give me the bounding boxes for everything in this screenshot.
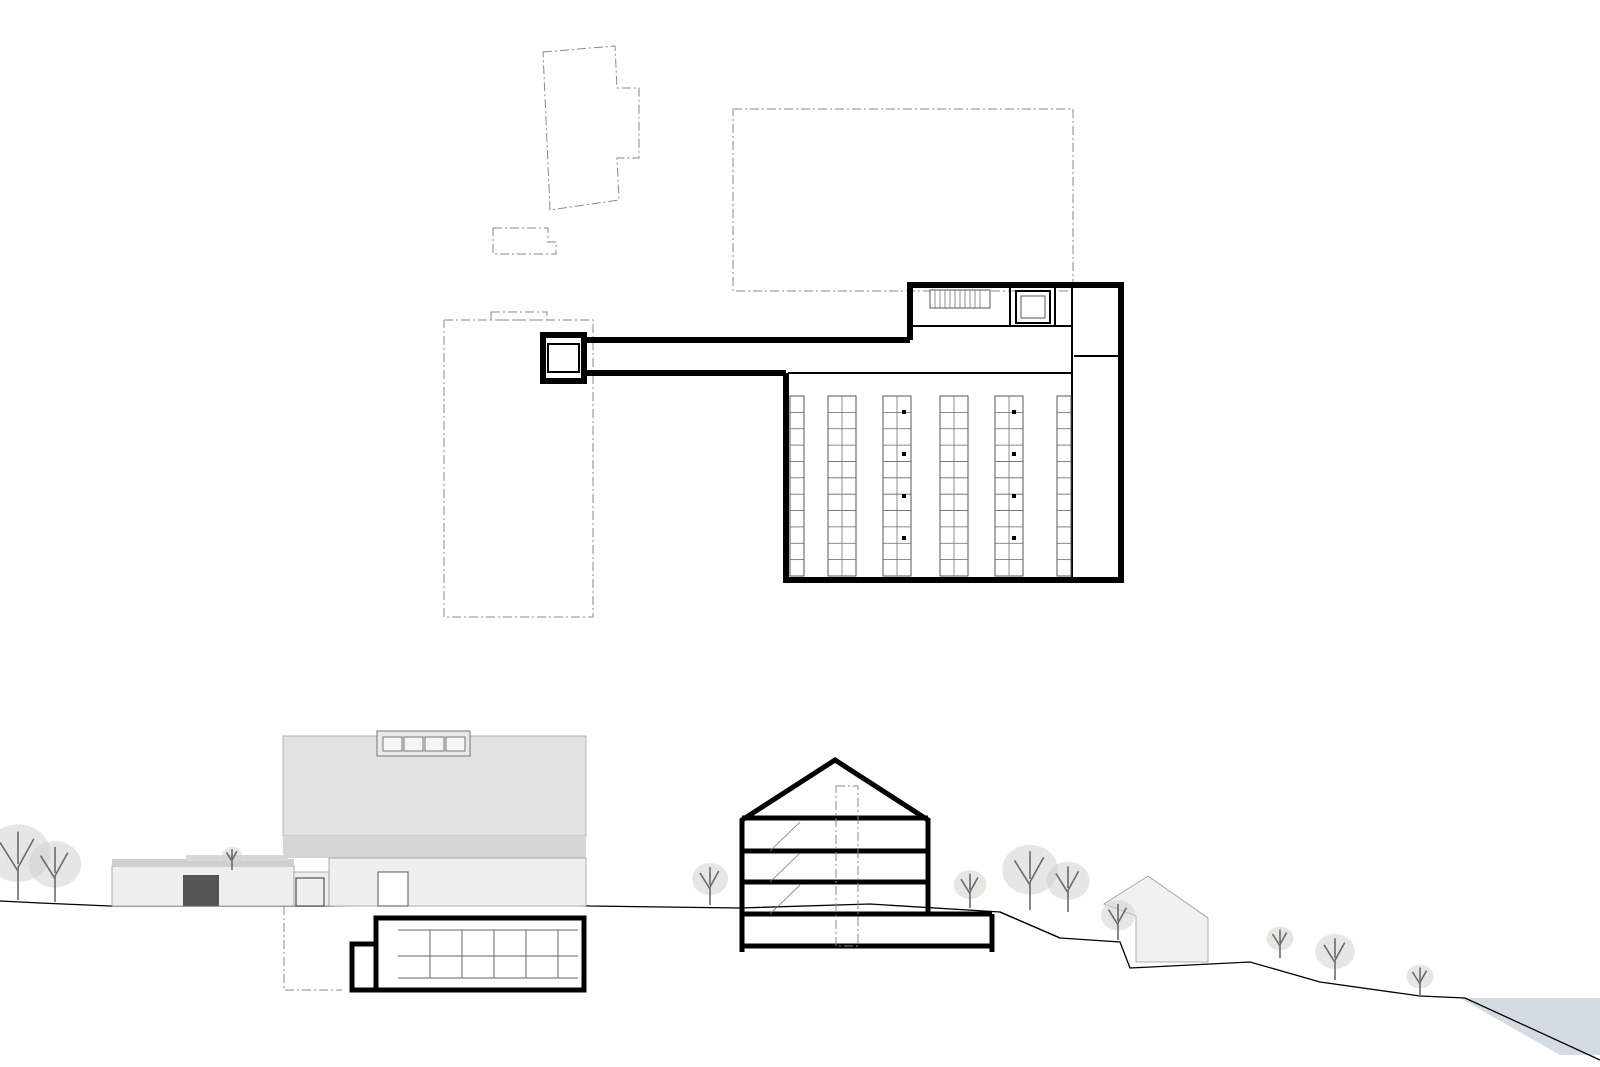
tree <box>222 846 242 870</box>
ghost-hall-west <box>443 319 594 618</box>
site-section <box>0 730 1600 1061</box>
underground-archive-section <box>349 915 587 993</box>
ground-line <box>0 900 1600 1061</box>
column-marker <box>902 494 906 498</box>
column-marker <box>1012 494 1016 498</box>
truck <box>377 871 409 907</box>
residential-building-section <box>739 757 995 952</box>
column-marker <box>902 410 906 414</box>
column-marker <box>902 536 906 540</box>
entrance-door <box>183 875 219 906</box>
archive-shelving <box>789 395 1072 577</box>
ghost-building-north <box>542 45 640 211</box>
main-hall-elevation <box>282 730 587 907</box>
tree <box>953 870 987 908</box>
northeast-core <box>929 289 1051 324</box>
tree <box>1002 844 1058 910</box>
tree <box>1266 926 1294 958</box>
neighbouring-building-outlines <box>443 45 1074 618</box>
underground-outline <box>283 906 342 991</box>
shelf-column <box>1056 395 1072 577</box>
floor-plan <box>443 45 1124 618</box>
trees <box>0 824 1434 996</box>
tree <box>1046 861 1090 912</box>
tree <box>1100 900 1136 940</box>
barn-elevation <box>1103 875 1209 963</box>
column-marker <box>1012 452 1016 456</box>
column-marker <box>902 452 906 456</box>
column-marker <box>1012 536 1016 540</box>
tree <box>1406 964 1434 996</box>
lift-shaft-west <box>547 343 580 373</box>
lift-shaft-northeast <box>1015 290 1051 324</box>
column-marker <box>1012 410 1016 414</box>
connecting-corridor <box>584 337 910 376</box>
west-lift-core <box>540 332 587 384</box>
archive-outer-wall <box>783 282 1124 583</box>
water-body <box>1460 998 1600 1055</box>
internal-walls <box>788 288 1118 578</box>
ghost-annex <box>492 227 557 255</box>
tree <box>1315 933 1355 980</box>
ghost-hall-west-cap <box>490 311 548 321</box>
tree <box>692 863 728 905</box>
shelf-column <box>789 395 805 577</box>
tree <box>28 841 82 902</box>
ghost-hall-northeast <box>732 108 1074 292</box>
low-building-elevation <box>111 855 330 907</box>
